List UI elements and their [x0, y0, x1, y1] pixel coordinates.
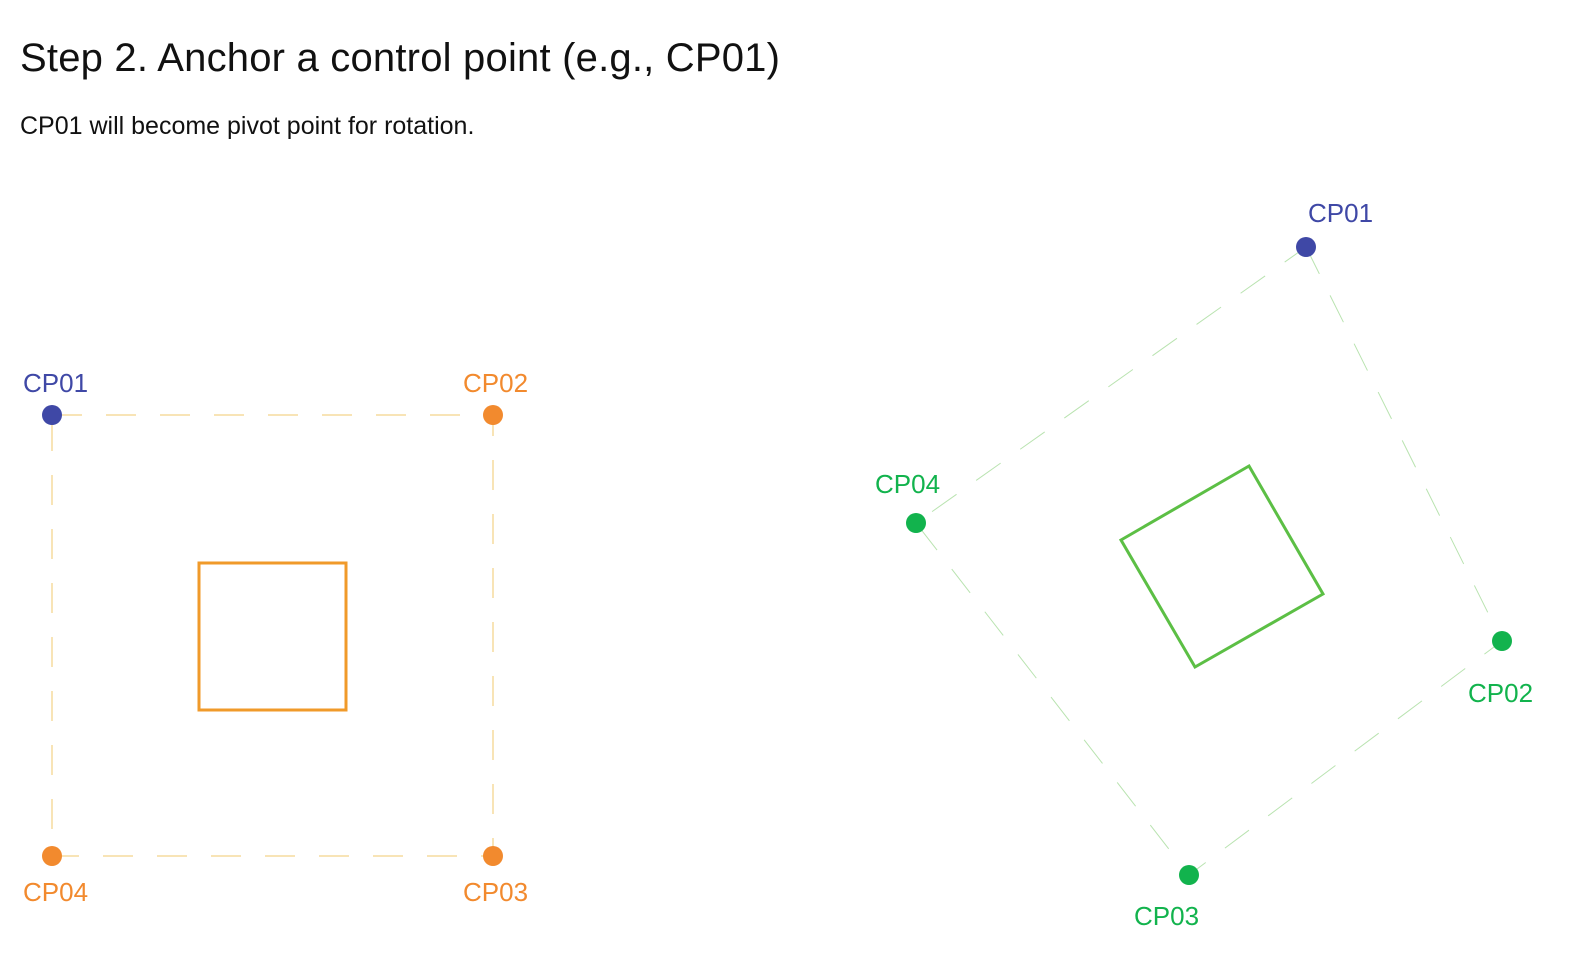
left-cp04-label: CP04: [23, 877, 88, 907]
left-cp01-marker[interactable]: [42, 405, 62, 425]
left-cp03-label: CP03: [463, 877, 528, 907]
rotated-layout: CP01 CP02 CP03 CP04: [875, 198, 1533, 931]
rotated-boundary-dashed: [915, 246, 1503, 876]
original-square: [197, 561, 348, 712]
left-cp01-label: CP01: [23, 368, 88, 398]
page-title: Step 2. Anchor a control point (e.g., CP…: [20, 36, 781, 80]
original-boundary-dashed: [51, 414, 494, 857]
left-cp04-marker[interactable]: [42, 846, 62, 866]
right-cp01-label: CP01: [1308, 198, 1373, 228]
right-cp02-label: CP02: [1468, 678, 1533, 708]
right-cp03-label: CP03: [1134, 901, 1199, 931]
rotated-square: [1118, 463, 1326, 670]
right-cp04-label: CP04: [875, 469, 940, 499]
left-cp02-label: CP02: [463, 368, 528, 398]
right-cp04-marker[interactable]: [906, 513, 926, 533]
left-cp03-marker[interactable]: [483, 846, 503, 866]
right-cp03-marker[interactable]: [1179, 865, 1199, 885]
right-cp01-marker[interactable]: [1296, 237, 1316, 257]
page-subtitle: CP01 will become pivot point for rotatio…: [20, 112, 475, 140]
original-layout: CP01 CP02 CP03 CP04: [23, 368, 528, 907]
right-cp02-marker[interactable]: [1492, 631, 1512, 651]
left-cp02-marker[interactable]: [483, 405, 503, 425]
